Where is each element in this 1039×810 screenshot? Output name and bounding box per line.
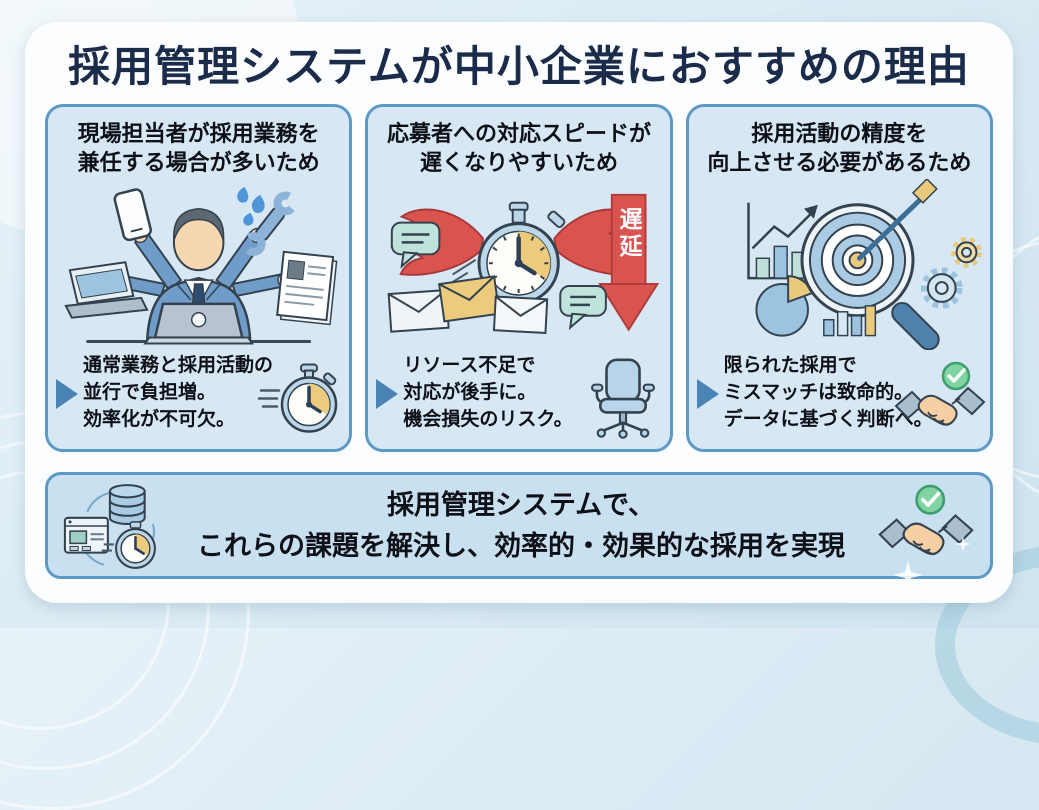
banner-line: これらの課題を解決し、効率的・効果的な採用を実現 [197, 530, 845, 561]
point-line: リソース不足で [403, 355, 536, 377]
delay-label: 遅延 [615, 207, 642, 262]
database-browser-stopwatch-icon [63, 483, 156, 569]
point-line: データに基づく判断へ。 [723, 409, 933, 431]
pie-chart-icon [755, 275, 814, 337]
office-chair-icon [590, 358, 655, 439]
card-precision: 採用活動の精度を 向上させる必要があるため [685, 104, 993, 453]
winged-stopwatch-icon [387, 194, 660, 335]
arrow-bullet-icon [376, 378, 399, 409]
card-title: 採用活動の精度を 向上させる必要があるため [689, 107, 990, 177]
banner-line: 採用管理システムで、 [386, 490, 656, 521]
card-title-line: 向上させる必要があるため [707, 150, 972, 176]
card-title-line: 遅くなりやすいため [419, 150, 618, 176]
conclusion-banner: 採用管理システムで、 これらの課題を解決し、効率的・効果的な採用を実現 [45, 472, 993, 580]
card-point: 限られた採用で ミスマッチは致命的。 データに基づく判断へ。 [689, 350, 990, 449]
gear-icon [950, 237, 982, 268]
card-title-line: 応募者への対応スピードが [386, 121, 651, 147]
smartphone-icon [113, 188, 152, 242]
gear-icon [920, 267, 963, 310]
chat-bubble-icon [391, 221, 441, 269]
stopwatch-icon [101, 520, 156, 569]
envelope-icon [493, 295, 549, 335]
point-line: 機会損失のリスク。 [403, 409, 573, 431]
target-analytics-illustration [689, 177, 990, 350]
point-line: 限られた採用で [723, 355, 857, 377]
point-line: 対応が後手に。 [403, 382, 537, 404]
point-text: 通常業務と採用活動の 並行で負担増。 効率化が不可欠。 [83, 353, 273, 434]
envelope-icon [387, 289, 451, 333]
infographic-panel: 採用管理システムが中小企業におすすめの理由 現場担当者が採用業務を 兼任する場合… [25, 22, 1013, 603]
arrow-bullet-icon [56, 378, 78, 409]
card-response-speed: 応募者への対応スピードが 遅くなりやすいため [365, 104, 673, 453]
point-text: 限られた採用で ミスマッチは致命的。 データに基づく判断へ。 [724, 353, 933, 434]
banner-text: 採用管理システムで、 これらの課題を解決し、効率的・効果的な採用を実現 [174, 485, 868, 566]
card-title-line: 現場担当者が採用業務を [77, 121, 320, 147]
multitasking-businessman-icon [64, 187, 338, 345]
businessman-illustration [48, 177, 349, 349]
card-title-line: 兼任する場合が多いため [77, 150, 320, 176]
wrench-icon [241, 191, 298, 257]
laptop-side-icon [64, 261, 149, 320]
delay-arrow-icon [598, 194, 660, 332]
point-text: リソース不足で 対応が後手に。 機会損失のリスク。 [403, 353, 572, 434]
point-line: 並行で負担増。 [83, 382, 217, 404]
arrow-bullet-icon [696, 378, 719, 409]
database-icon [108, 483, 146, 525]
browser-window-icon [63, 516, 109, 554]
point-line: 通常業務と採用活動の [83, 355, 274, 377]
target-analytics-icon [746, 179, 982, 350]
point-line: ミスマッチは致命的。 [723, 382, 914, 404]
envelope-icon [438, 275, 501, 323]
card-title: 現場担当者が採用業務を 兼任する場合が多いため [48, 107, 349, 177]
card-title: 応募者への対応スピードが 遅くなりやすいため [368, 107, 669, 177]
resume-documents-icon [276, 250, 338, 326]
chat-bubble-icon [559, 285, 608, 331]
winged-stopwatch-illustration: 遅延 [368, 177, 669, 349]
card-title-line: 採用活動の精度を [751, 121, 928, 147]
sweat-drops-icon [237, 187, 265, 226]
card-multitasking: 現場担当者が採用業務を 兼任する場合が多いため [45, 104, 353, 453]
handshake-check-icon [878, 484, 974, 555]
point-line: 効率化が不可欠。 [83, 409, 236, 431]
reason-cards: 現場担当者が採用業務を 兼任する場合が多いため [45, 104, 993, 453]
page-title: 採用管理システムが中小企業におすすめの理由 [68, 43, 970, 90]
mini-bars-icon [822, 305, 876, 337]
magnifier-target-icon [800, 179, 940, 350]
card-point: リソース不足で 対応が後手に。 機会損失のリスク。 [368, 350, 669, 449]
card-point: 通常業務と採用活動の 並行で負担増。 効率化が不可欠。 [48, 350, 349, 449]
